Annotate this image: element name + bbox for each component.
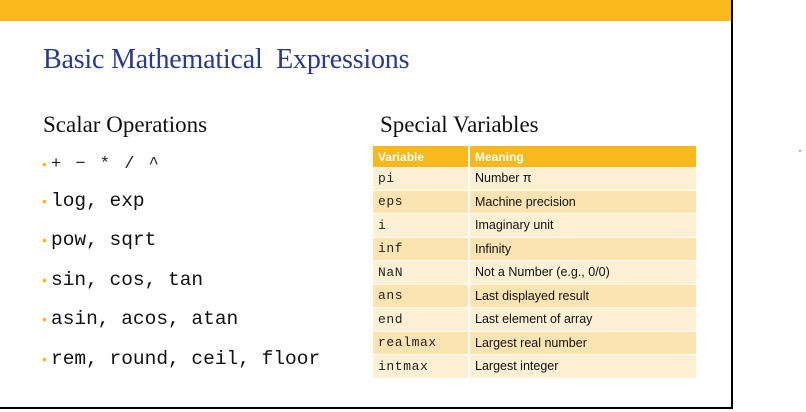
slide: Basic Mathematical Expressions Scalar Op… [0,0,733,409]
meaning-cell: Infinity [469,237,698,261]
bullet-dot-icon: • [42,350,47,367]
variable-cell: pi [373,167,470,191]
list-item: • pow, sqrt [42,221,320,261]
bullet-dot-icon: • [42,192,47,209]
scalar-operations-heading: Scalar Operations [43,112,208,137]
table-row: end Last element of array [373,307,698,332]
table-row: pi Number π [373,167,698,191]
table-row: i Imaginary unit [373,213,698,238]
bullet-dot-icon: • [42,156,47,172]
table-header-row: Variable Meaning [373,146,698,167]
operation-text: pow, sqrt [51,229,157,252]
bullet-dot-icon: • [42,271,47,288]
bullet-dot-icon: • [42,232,47,249]
meaning-cell: Not a Number (e.g., 0/0) [469,260,698,285]
list-item: • rem, round, ceil, floor [42,339,320,379]
meaning-cell: Last displayed result [469,284,698,308]
meaning-cell: Last element of array [469,307,698,332]
variable-cell: intmax [373,354,470,379]
variable-cell: end [373,307,470,332]
variable-cell: i [373,213,470,238]
list-item: • asin, acos, atan [42,300,320,340]
table-row: realmax Largest real number [373,331,698,355]
variable-cell: realmax [373,331,470,355]
list-item: • sin, cos, tan [42,260,320,300]
table-row: intmax Largest integer [373,354,698,379]
special-variables-heading: Special Variables [380,112,539,137]
list-item: • + − * / ^ [42,151,320,177]
operation-text: log, exp [51,189,145,212]
table-row: ans Last displayed result [373,284,698,308]
meaning-cell: Largest integer [469,354,698,379]
operation-text: rem, round, ceil, floor [51,347,321,370]
variable-cell: NaN [373,260,470,285]
top-accent-bar [0,0,731,21]
table-row: eps Machine precision [373,190,698,214]
meaning-cell: Imaginary unit [469,213,698,238]
table-row: inf Infinity [373,237,698,261]
slide-title: Basic Mathematical Expressions [43,44,410,75]
operation-text: asin, acos, atan [51,308,239,331]
table-row: NaN Not a Number (e.g., 0/0) [373,260,698,285]
meaning-cell: Largest real number [469,331,698,355]
stray-mark: · [798,143,802,157]
meaning-cell: Machine precision [469,190,698,214]
meaning-cell: Number π [469,167,698,191]
bullet-dot-icon: • [42,311,47,328]
operation-text: + − * / ^ [51,154,161,174]
special-variables-table: Variable Meaning pi Number π eps Machine… [373,146,698,379]
column-header-meaning: Meaning [469,146,698,167]
list-item: • log, exp [42,181,320,221]
variable-cell: eps [373,190,470,214]
variable-cell: inf [373,237,470,261]
variable-cell: ans [373,284,470,308]
column-header-variable: Variable [373,146,470,167]
scalar-operations-list: • + − * / ^ • log, exp • pow, sqrt • sin… [42,151,320,379]
operation-text: sin, cos, tan [51,268,204,291]
